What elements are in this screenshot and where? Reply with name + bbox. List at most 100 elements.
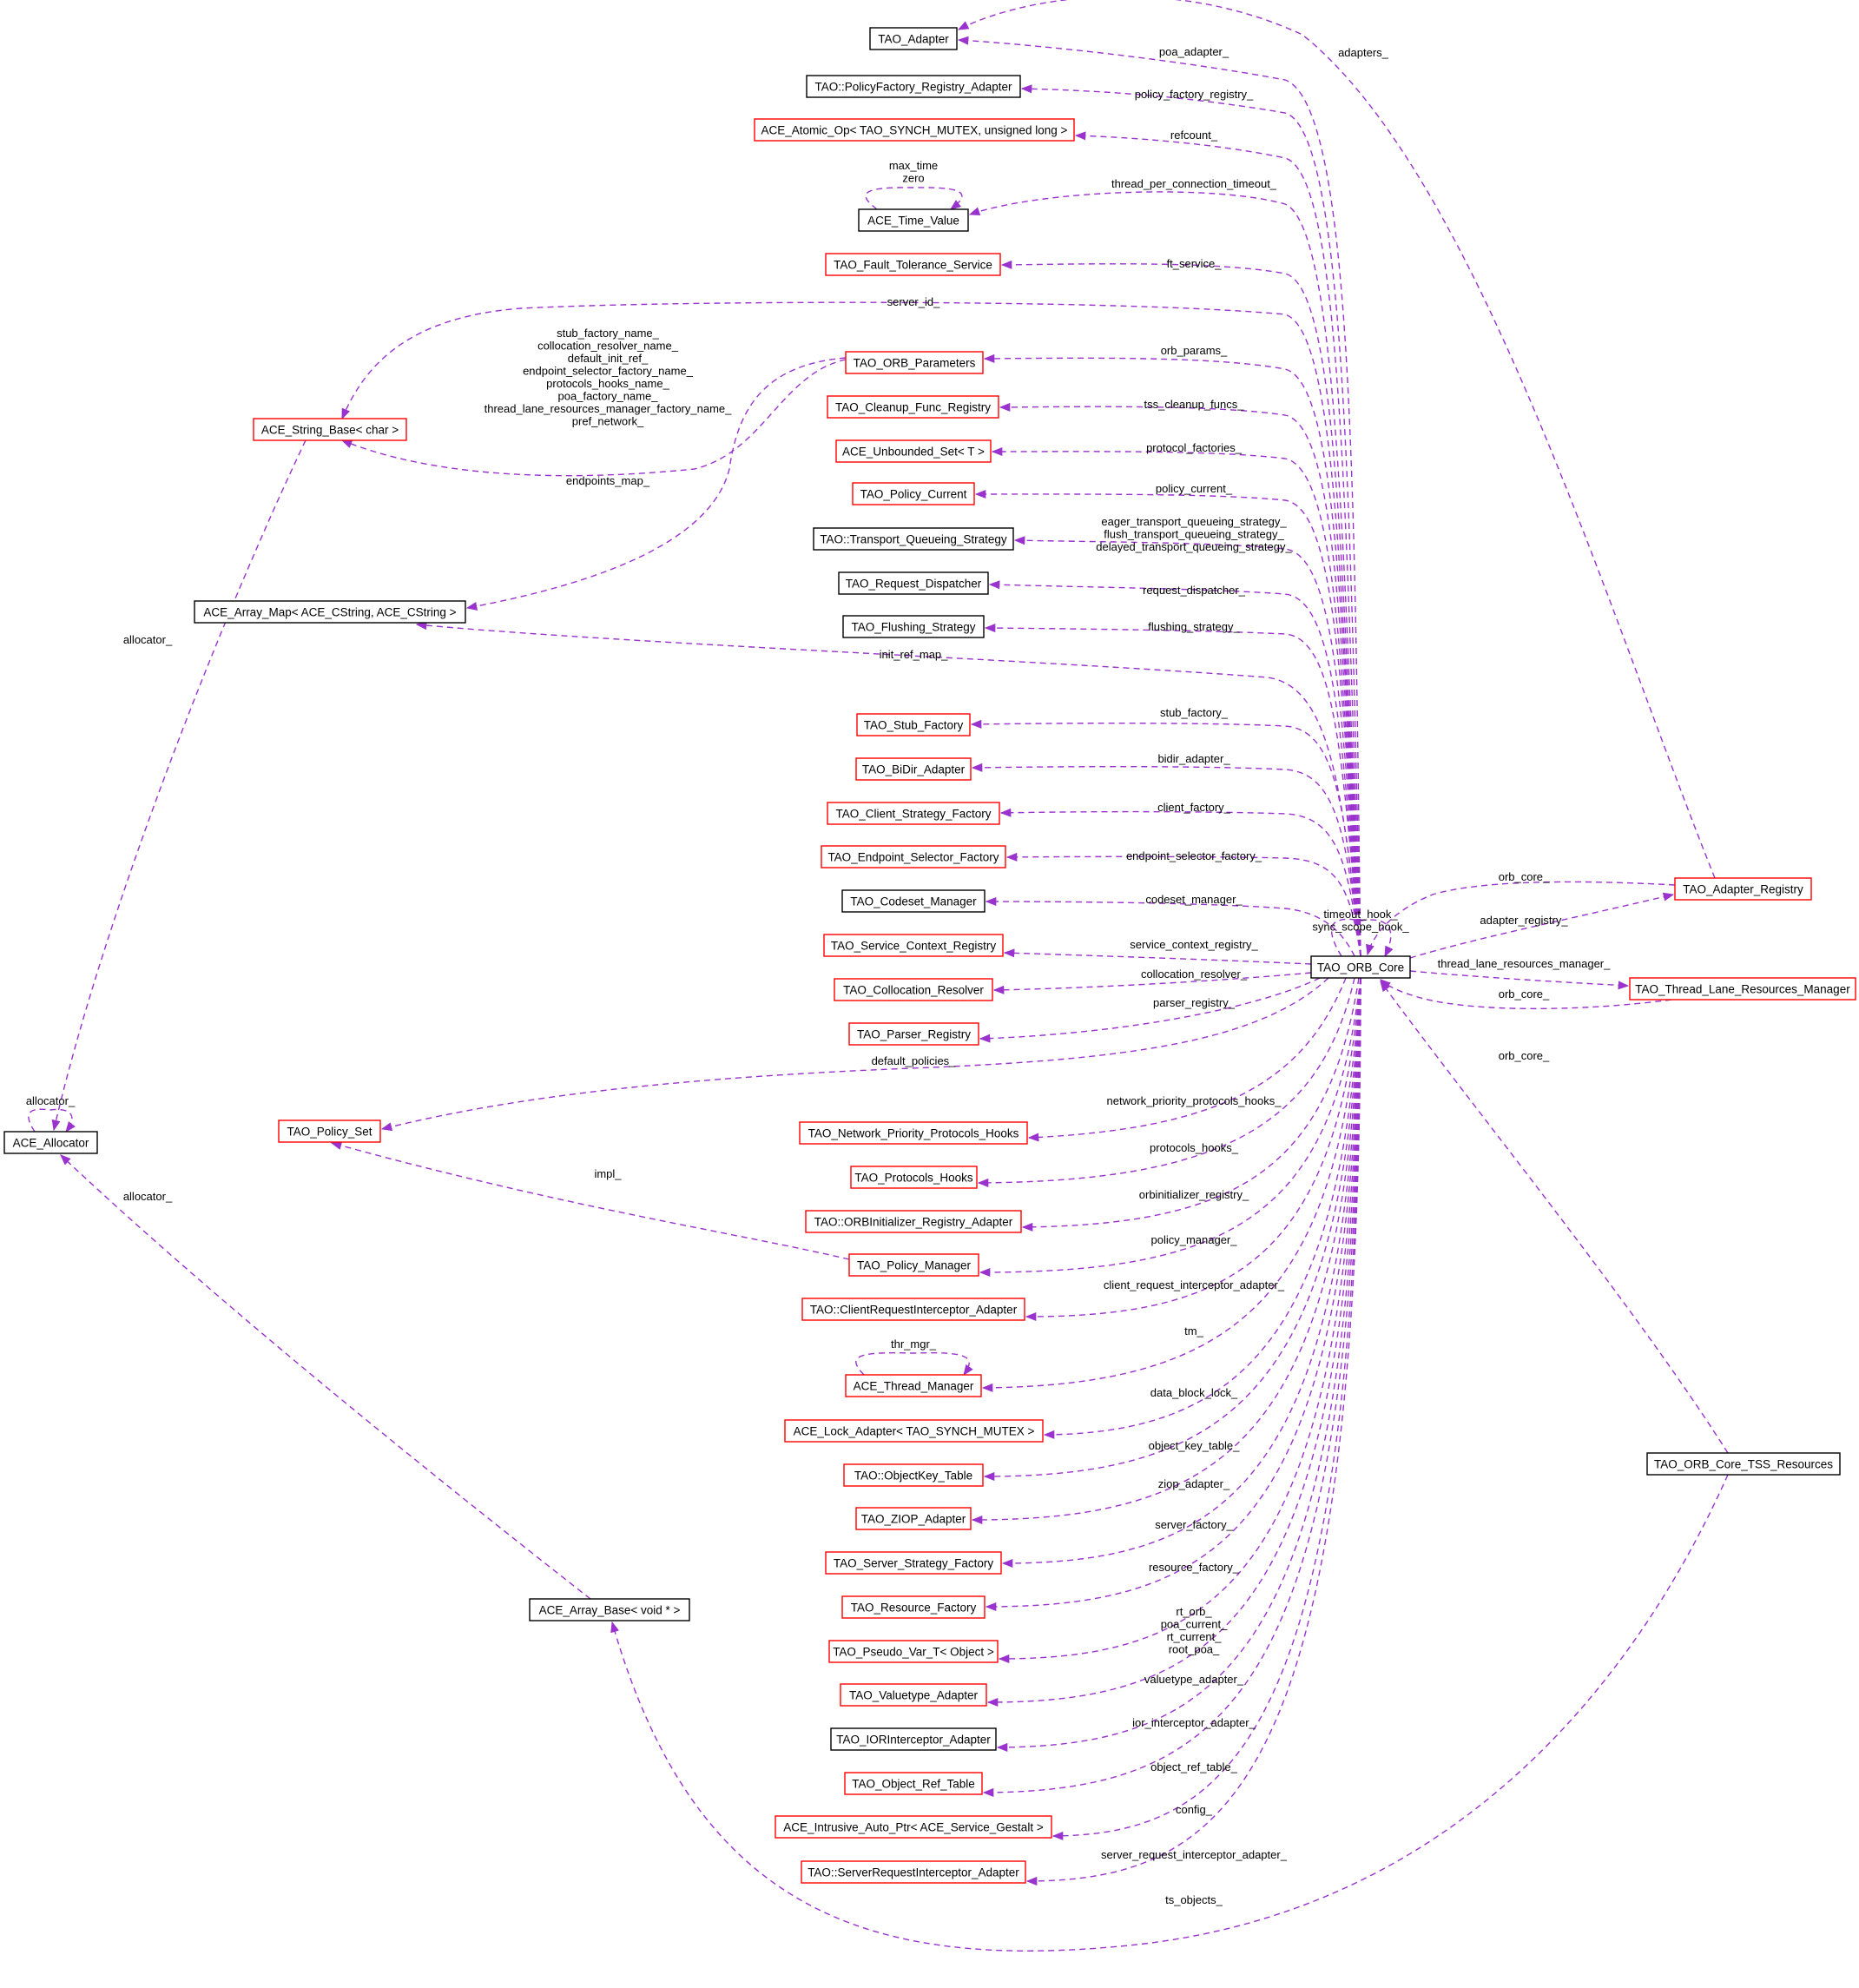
node-label: TAO_Object_Ref_Table <box>852 1778 975 1791</box>
node-tao-fault-tolerance-service[interactable]: TAO_Fault_Tolerance_Service <box>825 253 1001 276</box>
node-tao-request-dispatcher[interactable]: TAO_Request_Dispatcher <box>838 571 989 595</box>
node-policy-factory-registry-adapter[interactable]: TAO::PolicyFactory_Registry_Adapter <box>806 75 1021 98</box>
edge-tao_orb_core-to-ace_unbounded_set <box>991 446 1361 957</box>
node-label: TAO_Cleanup_Func_Registry <box>835 401 991 414</box>
node-tao-orb-parameters[interactable]: TAO_ORB_Parameters <box>845 351 984 374</box>
node-box <box>754 118 1075 142</box>
node-tao-adapter[interactable]: TAO_Adapter <box>869 27 958 50</box>
edge-tao_orb_core-to-serverrequestinterceptor_adapter <box>1025 977 1361 1886</box>
node-tao-policy-manager[interactable]: TAO_Policy_Manager <box>848 1253 979 1277</box>
node-label: TAO_ORB_Core <box>1317 961 1404 974</box>
edge-tao_orb_core-to-tao_collocation_resolver <box>992 972 1312 994</box>
node-tao-policy-current[interactable]: TAO_Policy_Current <box>852 482 975 505</box>
node-tao-flushing-strategy[interactable]: TAO_Flushing_Strategy <box>842 615 985 638</box>
node-tao-object-ref-table[interactable]: TAO_Object_Ref_Table <box>844 1772 983 1795</box>
node-ace-intrusive-auto-ptr[interactable]: ACE_Intrusive_Auto_Ptr< ACE_Service_Gest… <box>775 1815 1052 1839</box>
node-clientrequestinterceptor-adapter[interactable]: TAO::ClientRequestInterceptor_Adapter <box>801 1298 1025 1321</box>
edge-label-self_hooks-1: sync_scope_hook_ <box>1312 921 1409 934</box>
node-tao-ziop-adapter[interactable]: TAO_ZIOP_Adapter <box>855 1507 972 1530</box>
edge-label-codeset_manager: codeset_manager_ <box>1145 893 1243 906</box>
node-label: ACE_Atomic_Op< TAO_SYNCH_MUTEX, unsigned… <box>761 124 1068 137</box>
edge-label-self_hooks-0: timeout_hook_ <box>1323 908 1398 921</box>
node-box <box>842 615 985 638</box>
node-box <box>869 27 958 50</box>
node-tao-iorinterceptor-adapter[interactable]: TAO_IORInterceptor_Adapter <box>830 1727 997 1751</box>
edge-tao_orb_core-to-policy_factory_registry_adapter <box>1020 84 1361 957</box>
node-ace-atomic-op[interactable]: ACE_Atomic_Op< TAO_SYNCH_MUTEX, unsigned… <box>754 118 1075 142</box>
edge-ace_string_base-to-ace_allocator <box>51 439 307 1132</box>
edge-tao_adapter_registry-to-tao_adapter <box>957 0 1716 879</box>
node-tao-orb-core[interactable]: TAO_ORB_Core <box>1310 955 1411 979</box>
node-ace-array-base[interactable]: ACE_Array_Base< void * > <box>529 1598 690 1621</box>
node-ace-time-value[interactable]: ACE_Time_Value <box>858 208 969 232</box>
edge-label-orb_core_registry: orb_core_ <box>1499 870 1550 883</box>
edge-label-object_key_table: object_key_table_ <box>1149 1439 1241 1452</box>
node-tao-collocation-resolver[interactable]: TAO_Collocation_Resolver <box>834 978 993 1001</box>
node-objectkey-table[interactable]: TAO::ObjectKey_Table <box>843 1463 984 1487</box>
node-ace-array-map[interactable]: ACE_Array_Map< ACE_CString, ACE_CString … <box>194 600 466 624</box>
node-tao-bidir-adapter[interactable]: TAO_BiDir_Adapter <box>855 757 972 781</box>
edge-label-refcount: refcount_ <box>1170 129 1218 142</box>
node-box <box>194 600 466 624</box>
node-tao-valuetype-adapter[interactable]: TAO_Valuetype_Adapter <box>840 1683 987 1707</box>
edge-tao_orb_core-to-tao_ziop_adapter <box>971 977 1361 1525</box>
node-label: TAO_Server_Strategy_Factory <box>834 1557 994 1570</box>
node-tao-resource-factory[interactable]: TAO_Resource_Factory <box>841 1595 986 1619</box>
node-tao-pseudo-var-t[interactable]: TAO_Pseudo_Var_T< Object > <box>828 1640 999 1663</box>
edge-tao_orb_core-to-tao_orb_parameters <box>983 353 1361 957</box>
node-box <box>823 934 1004 957</box>
edge-label-server_request_interceptor_adapter: server_request_interceptor_adapter_ <box>1101 1848 1288 1861</box>
node-transport-queueing-strategy[interactable]: TAO::Transport_Queueing_Strategy <box>813 527 1014 551</box>
edge-label-parser_registry: parser_registry_ <box>1153 996 1236 1009</box>
node-box <box>799 1121 1028 1145</box>
node-tao-network-priority-protocols-hooks[interactable]: TAO_Network_Priority_Protocols_Hooks <box>799 1121 1028 1145</box>
edge-label-adapters: adapters_ <box>1338 46 1389 59</box>
node-tao-cleanup-func-registry[interactable]: TAO_Cleanup_Func_Registry <box>827 395 999 419</box>
node-box <box>840 1683 987 1707</box>
edge-label-queueing-2: delayed_transport_queueing_strategy_ <box>1096 540 1292 553</box>
node-label: TAO_Network_Priority_Protocols_Hooks <box>808 1127 1019 1140</box>
edge-tao_orb_core-to-tao_policy_manager <box>979 977 1361 1278</box>
edge-tao_orb_core-to-tao_client_strategy_factory <box>999 808 1361 957</box>
node-ace-thread-manager[interactable]: ACE_Thread_Manager <box>845 1374 982 1397</box>
edge-tao_orb_core-to-tao_parser_registry <box>979 977 1321 1043</box>
node-tao-client-strategy-factory[interactable]: TAO_Client_Strategy_Factory <box>827 802 1000 825</box>
edge-label-protocol_factories: protocol_factories_ <box>1146 441 1243 454</box>
node-label: ACE_Time_Value <box>867 215 959 228</box>
node-label: ACE_String_Base< char > <box>261 424 399 437</box>
node-box <box>827 802 1000 825</box>
node-tao-parser-registry[interactable]: TAO_Parser_Registry <box>848 1022 979 1046</box>
node-tao-stub-factory[interactable]: TAO_Stub_Factory <box>856 713 971 736</box>
node-label: TAO_Pseudo_Var_T< Object > <box>833 1646 994 1659</box>
node-tao-endpoint-selector-factory[interactable]: TAO_Endpoint_Selector_Factory <box>821 845 1006 869</box>
node-orbinitializer-registry-adapter[interactable]: TAO::ORBInitializer_Registry_Adapter <box>805 1210 1022 1233</box>
node-label: TAO_Adapter_Registry <box>1683 883 1803 896</box>
node-tao-protocols-hooks[interactable]: TAO_Protocols_Hooks <box>850 1166 978 1189</box>
edge-tao_orb_core-to-ace_array_map <box>415 621 1361 957</box>
node-serverrequestinterceptor-adapter[interactable]: TAO::ServerRequestInterceptor_Adapter <box>801 1860 1026 1884</box>
node-box <box>1674 877 1812 901</box>
node-tao-adapter-registry[interactable]: TAO_Adapter_Registry <box>1674 877 1812 901</box>
node-ace-unbounded-set[interactable]: ACE_Unbounded_Set< T > <box>835 439 992 463</box>
node-label: TAO::ClientRequestInterceptor_Adapter <box>810 1304 1018 1317</box>
edge-tao_policy_manager-to-tao_policy_set <box>330 1141 850 1260</box>
edge-label-orbinitializer_registry: orbinitializer_registry_ <box>1139 1188 1249 1201</box>
node-box <box>845 1374 982 1397</box>
edge-tao_orb_core-to-tao_flushing_strategy <box>984 624 1361 957</box>
node-label: TAO_Policy_Manager <box>857 1259 972 1272</box>
node-tao-codeset-manager[interactable]: TAO_Codeset_Manager <box>841 889 986 913</box>
edge-label-pseudo_vars-0: rt_orb_ <box>1176 1605 1212 1618</box>
node-label: TAO_Client_Strategy_Factory <box>835 808 991 821</box>
node-ace-lock-adapter[interactable]: ACE_Lock_Adapter< TAO_SYNCH_MUTEX > <box>784 1419 1044 1443</box>
node-ace-string-base[interactable]: ACE_String_Base< char > <box>253 418 407 441</box>
node-tao-orb-core-tss-resources[interactable]: TAO_ORB_Core_TSS_Resources <box>1646 1452 1841 1476</box>
node-tao-thread-lane-resources-manager[interactable]: TAO_Thread_Lane_Resources_Manager <box>1629 977 1856 1001</box>
node-tao-policy-set[interactable]: TAO_Policy_Set <box>278 1119 381 1143</box>
edge-label-string_names-5: poa_factory_name_ <box>558 390 659 403</box>
edge-label-pseudo_vars-1: poa_current_ <box>1161 1618 1228 1631</box>
node-tao-service-context-registry[interactable]: TAO_Service_Context_Registry <box>823 934 1004 957</box>
edge-label-string_names-0: stub_factory_name_ <box>557 327 660 340</box>
node-tao-server-strategy-factory[interactable]: TAO_Server_Strategy_Factory <box>825 1551 1002 1575</box>
edge-label-time_self-1: zero <box>902 172 924 185</box>
node-ace-allocator[interactable]: ACE_Allocator <box>3 1131 98 1154</box>
